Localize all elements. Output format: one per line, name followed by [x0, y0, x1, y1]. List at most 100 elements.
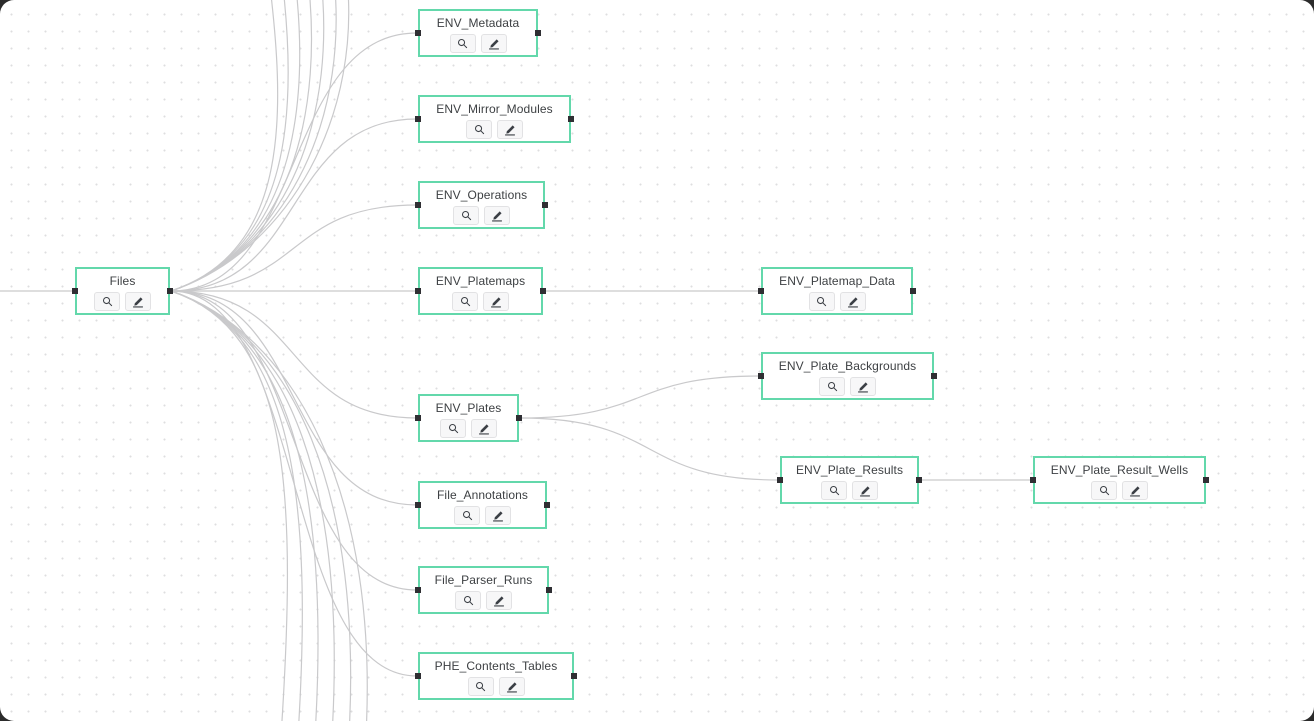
node-files[interactable]: Files	[72, 267, 173, 315]
node-port-out[interactable]	[516, 415, 522, 421]
graph-edge	[170, 32, 418, 292]
node-actions	[467, 677, 525, 696]
node-env_plate_results[interactable]: ENV_Plate_Results	[777, 456, 922, 504]
search-icon[interactable]	[454, 506, 480, 525]
node-env_plate_result_wells[interactable]: ENV_Plate_Result_Wells	[1030, 456, 1209, 504]
node-port-in[interactable]	[72, 288, 78, 294]
edit-icon[interactable]	[486, 591, 512, 610]
node-port-in[interactable]	[415, 288, 421, 294]
edit-icon[interactable]	[839, 292, 866, 311]
node-label: ENV_Plate_Backgrounds	[778, 359, 917, 373]
node-env_platemaps[interactable]: ENV_Platemaps	[415, 267, 546, 315]
graph-edge	[170, 290, 418, 677]
search-icon[interactable]	[466, 120, 492, 139]
edit-icon[interactable]	[484, 206, 510, 225]
node-port-in[interactable]	[777, 477, 783, 483]
search-icon[interactable]	[440, 419, 466, 438]
node-port-in[interactable]	[415, 415, 421, 421]
node-env_plates[interactable]: ENV_Plates	[415, 394, 522, 442]
edit-icon[interactable]	[485, 506, 511, 525]
node-port-in[interactable]	[758, 373, 764, 379]
graph-edge	[170, 0, 325, 292]
node-port-out[interactable]	[571, 673, 577, 679]
node-file_parser_runs[interactable]: File_Parser_Runs	[415, 566, 552, 614]
node-port-out[interactable]	[542, 202, 548, 208]
graph-edge	[170, 204, 418, 292]
node-label: File_Annotations	[437, 488, 528, 502]
node-label: ENV_Platemap_Data	[779, 274, 895, 288]
graph-edge	[170, 290, 418, 419]
node-env_metadata[interactable]: ENV_Metadata	[415, 9, 541, 57]
graph-edge	[170, 290, 303, 721]
graph-edge	[170, 0, 350, 292]
search-icon[interactable]	[821, 481, 847, 500]
search-icon[interactable]	[452, 292, 478, 311]
edit-icon[interactable]	[1122, 481, 1148, 500]
node-label: ENV_Operations	[435, 188, 528, 202]
graph-edge	[519, 417, 780, 481]
node-port-in[interactable]	[758, 288, 764, 294]
node-port-out[interactable]	[535, 30, 541, 36]
node-port-out[interactable]	[931, 373, 937, 379]
node-port-in[interactable]	[1030, 477, 1036, 483]
search-icon[interactable]	[449, 34, 476, 53]
search-icon[interactable]	[455, 591, 481, 610]
search-icon[interactable]	[819, 377, 845, 396]
node-port-in[interactable]	[415, 502, 421, 508]
node-label: Files	[109, 274, 136, 288]
edit-icon[interactable]	[480, 34, 507, 53]
graph-edge	[170, 0, 279, 292]
graph-edge	[170, 290, 319, 721]
graph-edge	[170, 0, 289, 292]
node-port-out[interactable]	[568, 116, 574, 122]
graph-edge	[170, 290, 418, 591]
graph-edge	[519, 375, 761, 419]
node-env_operations[interactable]: ENV_Operations	[415, 181, 548, 229]
node-label: ENV_Mirror_Modules	[436, 102, 553, 116]
search-icon[interactable]	[467, 677, 494, 696]
node-port-in[interactable]	[415, 587, 421, 593]
node-actions	[453, 206, 510, 225]
node-env_platemap_data[interactable]: ENV_Platemap_Data	[758, 267, 916, 315]
node-label: ENV_Plates	[435, 401, 502, 415]
node-actions	[821, 481, 878, 500]
node-phe_contents_tables[interactable]: PHE_Contents_Tables	[415, 652, 577, 700]
edit-icon[interactable]	[852, 481, 878, 500]
node-actions	[1091, 481, 1148, 500]
node-actions	[466, 120, 523, 139]
search-icon[interactable]	[453, 206, 479, 225]
edit-icon[interactable]	[471, 419, 497, 438]
node-port-out[interactable]	[910, 288, 916, 294]
node-file_annotations[interactable]: File_Annotations	[415, 481, 550, 529]
node-port-in[interactable]	[415, 30, 421, 36]
graph-edge	[170, 290, 335, 721]
node-env_plate_backgrounds[interactable]: ENV_Plate_Backgrounds	[758, 352, 937, 400]
node-port-in[interactable]	[415, 673, 421, 679]
node-label: ENV_Plate_Result_Wells	[1050, 463, 1189, 477]
node-port-out[interactable]	[167, 288, 173, 294]
node-label: ENV_Platemaps	[435, 274, 526, 288]
node-port-in[interactable]	[415, 116, 421, 122]
search-icon[interactable]	[808, 292, 835, 311]
node-port-out[interactable]	[544, 502, 550, 508]
node-actions	[455, 591, 512, 610]
search-icon[interactable]	[94, 292, 120, 311]
edit-icon[interactable]	[125, 292, 151, 311]
node-actions	[452, 292, 509, 311]
edit-icon[interactable]	[850, 377, 876, 396]
node-port-out[interactable]	[916, 477, 922, 483]
edit-icon[interactable]	[498, 677, 525, 696]
node-port-in[interactable]	[415, 202, 421, 208]
node-label: File_Parser_Runs	[434, 573, 533, 587]
node-env_mirror_modules[interactable]: ENV_Mirror_Modules	[415, 95, 574, 143]
graph-edge	[170, 0, 301, 292]
node-port-out[interactable]	[546, 587, 552, 593]
node-port-out[interactable]	[540, 288, 546, 294]
node-actions	[449, 34, 507, 53]
node-port-out[interactable]	[1203, 477, 1209, 483]
search-icon[interactable]	[1091, 481, 1117, 500]
edit-icon[interactable]	[497, 120, 523, 139]
edit-icon[interactable]	[483, 292, 509, 311]
